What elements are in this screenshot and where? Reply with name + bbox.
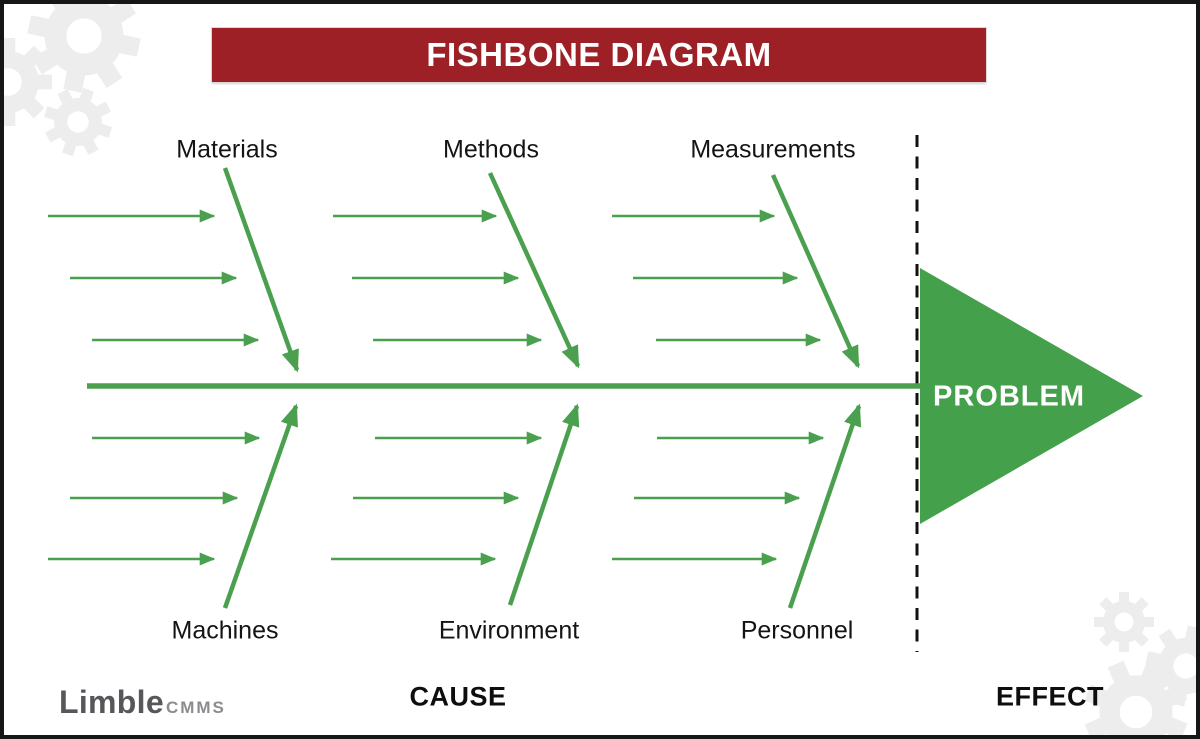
category-label-environment: Environment [438, 616, 580, 645]
page-title: FISHBONE DIAGRAM [426, 36, 772, 73]
title-banner: FISHBONE DIAGRAM [212, 28, 986, 82]
cause-arrows-measurements [612, 209, 822, 347]
bone-machines [222, 403, 299, 609]
logo-brand-text: Limble [59, 684, 164, 720]
cause-arrows-methods [333, 209, 543, 347]
bone-materials [222, 167, 300, 373]
bone-methods [487, 172, 581, 369]
limble-logo: Limble CMMS [18, 684, 226, 721]
gear-decoration-bottom-right [1068, 591, 1200, 739]
category-label-personnel: Personnel [740, 616, 854, 645]
category-label-machines: Machines [171, 616, 279, 645]
category-label-measurements: Measurements [690, 135, 856, 164]
category-label-materials: Materials [176, 135, 278, 164]
bone-measurements [770, 174, 861, 369]
cause-arrows-machines [48, 431, 261, 566]
cause-arrows-personnel [612, 431, 825, 566]
bone-personnel [787, 403, 862, 609]
limble-gear-icon [18, 685, 53, 720]
problem-arrow [920, 268, 1143, 524]
bone-environment [507, 403, 580, 606]
cause-label: CAUSE [409, 681, 507, 712]
logo-suffix-text: CMMS [165, 698, 226, 717]
limble-wordmark: Limble CMMS [59, 684, 226, 721]
cause-arrows-materials [48, 209, 260, 347]
gear-decoration-top-left [0, 0, 151, 165]
problem-label: PROBLEM [933, 380, 1085, 413]
effect-label: EFFECT [996, 681, 1104, 712]
cause-arrows-environment [331, 431, 543, 566]
category-label-methods: Methods [443, 135, 539, 164]
